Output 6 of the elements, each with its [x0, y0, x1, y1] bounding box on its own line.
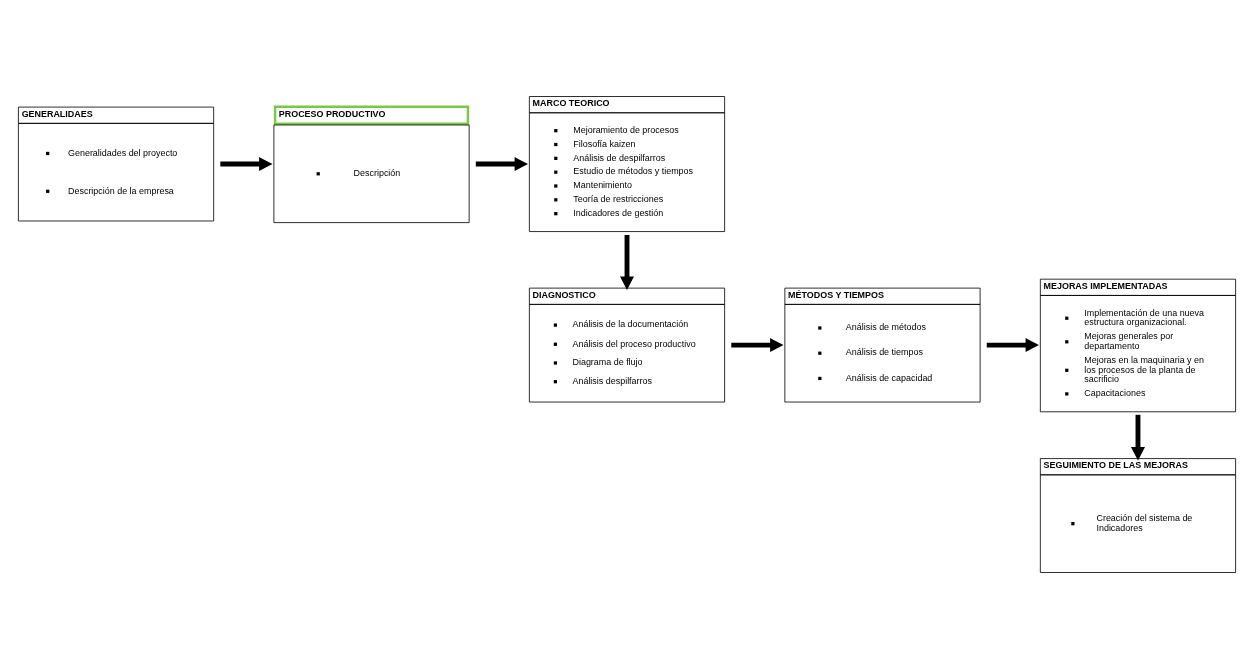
arrow [731, 337, 784, 352]
arrow [475, 156, 528, 171]
arrow [1130, 414, 1145, 460]
arrow [220, 156, 273, 171]
arrow [986, 337, 1039, 352]
arrow [619, 234, 635, 290]
